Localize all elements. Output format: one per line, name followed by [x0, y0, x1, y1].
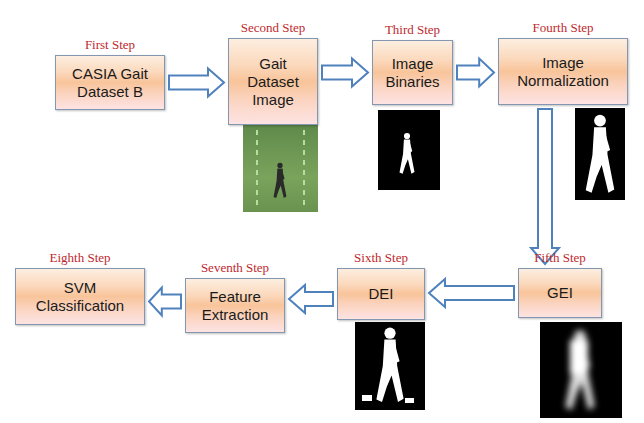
- block-arrow: [169, 69, 224, 97]
- process-box: Eighth StepSVM Classification: [15, 268, 145, 325]
- step-heading: Fourth Step: [532, 20, 593, 35]
- block-arrow: [429, 279, 514, 307]
- box-label: Feature Extraction: [186, 284, 284, 328]
- block-arrow: [322, 59, 368, 87]
- process-box: Second StepGait Dataset Image: [228, 38, 318, 125]
- box-label: CASIA Gait Dataset B: [56, 61, 164, 105]
- normalized-silhouette: [575, 108, 625, 200]
- process-box: Fourth StepImage Normalization: [498, 38, 628, 105]
- process-box: Seventh StepFeature Extraction: [185, 278, 285, 333]
- gei-image: [540, 322, 622, 418]
- box-label: Image Binaries: [373, 51, 452, 95]
- process-box: Fifth StepGEI: [518, 268, 602, 318]
- step-heading: Second Step: [241, 20, 306, 35]
- box-label: Image Normalization: [499, 50, 627, 94]
- dei-image: [355, 322, 425, 410]
- step-heading: Fifth Step: [534, 250, 586, 265]
- box-label: SVM Classification: [16, 275, 144, 319]
- block-arrow: [289, 285, 333, 313]
- process-box: Third StepImage Binaries: [372, 40, 453, 105]
- box-label: DEI: [363, 281, 398, 307]
- dataset-photo: [243, 125, 318, 212]
- step-heading: Third Step: [385, 22, 440, 37]
- box-label: GEI: [542, 280, 578, 306]
- process-box: Sixth StepDEI: [337, 268, 425, 320]
- box-label: Gait Dataset Image: [229, 51, 317, 113]
- step-heading: Eighth Step: [49, 250, 110, 265]
- process-box: First StepCASIA Gait Dataset B: [55, 55, 165, 110]
- step-heading: Seventh Step: [201, 260, 269, 275]
- block-arrow: [149, 288, 181, 316]
- block-arrow: [457, 59, 494, 87]
- step-heading: First Step: [85, 37, 135, 52]
- binary-silhouette: [378, 110, 440, 190]
- block-arrow: [531, 109, 559, 264]
- step-heading: Sixth Step: [354, 250, 408, 265]
